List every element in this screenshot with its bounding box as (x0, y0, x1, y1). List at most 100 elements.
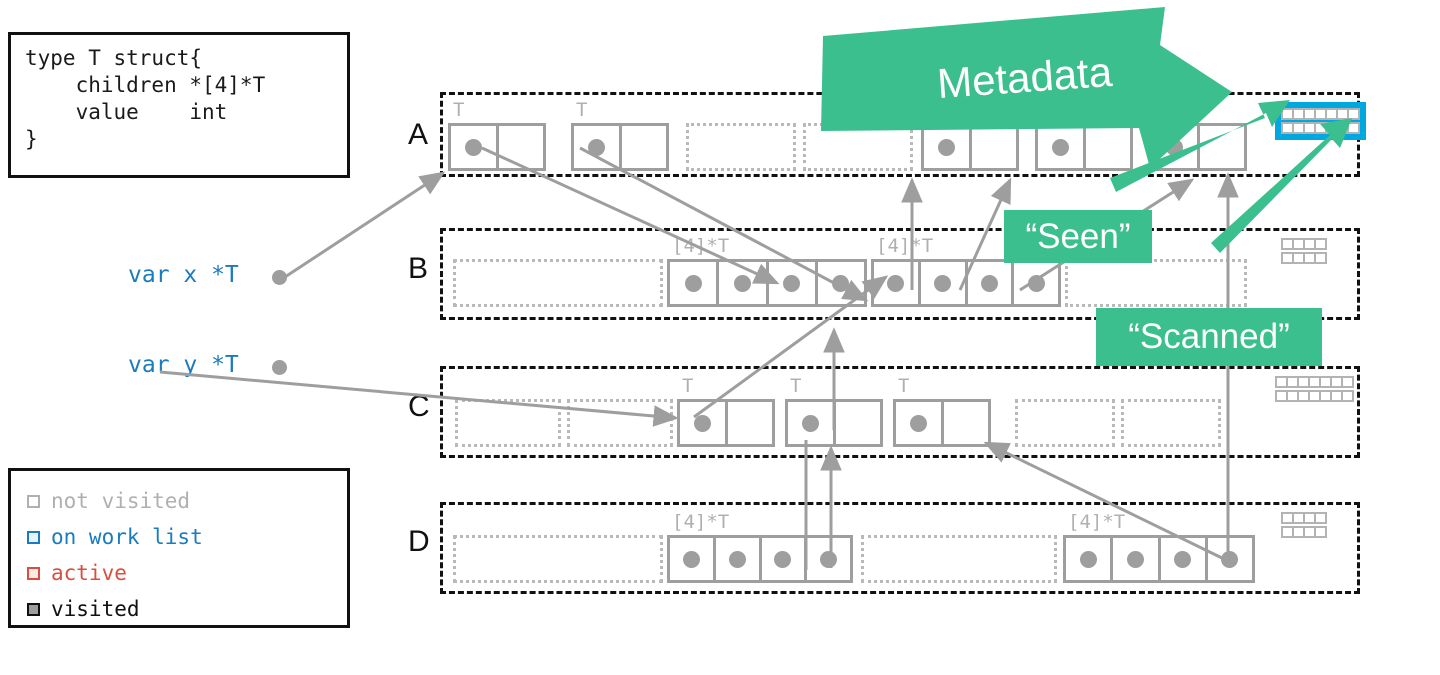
row-label-d: D (408, 525, 430, 558)
object-cell (670, 262, 716, 304)
metadata-row (1281, 108, 1360, 120)
object-cell (1196, 126, 1245, 168)
pointer-dot (682, 550, 700, 568)
object-b-1[interactable]: [4]*T (667, 235, 867, 307)
object-cell (924, 126, 969, 168)
metadata-row (1275, 390, 1354, 402)
pointer-dot (832, 274, 850, 292)
object-d-3[interactable]: [4]*T (1063, 511, 1255, 583)
object-c-5-free (1015, 399, 1115, 447)
pointer-dot (733, 274, 751, 292)
object-b-3-free (1065, 259, 1247, 307)
pointer-dot (1174, 550, 1192, 568)
object-cell (680, 402, 725, 444)
object-d-1-tag: [4]*T (672, 511, 730, 533)
object-a-1[interactable]: T (571, 99, 669, 171)
object-c-0-free (455, 399, 561, 447)
heap-row-a: T T (440, 92, 1366, 177)
object-c-2-tag: T (682, 375, 694, 397)
object-cell (451, 126, 496, 168)
legend-label-active: active (51, 561, 127, 585)
object-cell (940, 402, 989, 444)
object-c-4-tag: T (898, 375, 910, 397)
metadata-row (1275, 376, 1354, 388)
object-a-2-free (686, 123, 796, 171)
var-y-pointer-dot (272, 360, 287, 375)
object-cell (788, 402, 833, 444)
metadata-row (1281, 238, 1327, 250)
legend-swatch-not-visited (27, 494, 40, 508)
legend-label-not-visited: not visited (51, 489, 191, 513)
metadata-grid-a[interactable] (1275, 102, 1366, 140)
pointer-dot (464, 138, 482, 156)
legend-item-visited: visited (27, 591, 347, 627)
object-a-5[interactable] (1035, 123, 1133, 171)
callout-metadata: Metadata (905, 48, 1145, 108)
pointer-dot (728, 550, 746, 568)
object-cell (765, 262, 815, 304)
object-cell (716, 262, 765, 304)
object-cell (712, 538, 759, 580)
callout-seen: “Seen” (1004, 210, 1152, 263)
heap-row-b: [4]*T [4]*T (440, 228, 1360, 320)
metadata-grid-b[interactable] (1281, 238, 1327, 264)
object-cell (495, 126, 544, 168)
object-cell (758, 538, 805, 580)
object-cell (1157, 538, 1205, 580)
struct-definition-code: type T struct{ children *[4]*T value int… (25, 46, 266, 151)
metadata-row (1281, 512, 1327, 524)
object-cell (1152, 126, 1197, 168)
legend-item-not-visited: not visited (27, 483, 347, 519)
object-c-3[interactable]: T (785, 375, 883, 447)
pointer-dot (774, 550, 792, 568)
heap-row-d: [4]*T [4]*T (440, 502, 1360, 594)
legend-item-active: active (27, 555, 347, 591)
callout-scanned-label: “Scanned” (1128, 317, 1290, 356)
var-x-label: var x *T (128, 262, 239, 288)
callout-scanned: “Scanned” (1096, 308, 1322, 366)
object-cell (724, 402, 773, 444)
object-cell (1011, 262, 1058, 304)
object-a-0[interactable]: T (448, 99, 546, 171)
object-d-1[interactable]: [4]*T (667, 511, 853, 583)
object-cell (804, 538, 850, 580)
object-b-2[interactable]: [4]*T (871, 235, 1061, 307)
object-cell (896, 402, 941, 444)
row-label-b: B (408, 252, 429, 285)
pointer-dot (909, 414, 927, 432)
object-c-6-free (1121, 399, 1221, 447)
object-c-2[interactable]: T (677, 375, 775, 447)
pointer-dot (820, 550, 838, 568)
object-cell (618, 126, 667, 168)
object-cell (917, 262, 965, 304)
var-y-label: var y *T (128, 352, 239, 378)
pointer-dot (587, 138, 605, 156)
heap-row-c: T T T (440, 366, 1360, 458)
object-cell (1204, 538, 1252, 580)
legend-box: not visited on work list active visited (8, 468, 350, 628)
metadata-grid-d[interactable] (1281, 512, 1327, 538)
pointer-dot (934, 274, 952, 292)
struct-definition-box: type T struct{ children *[4]*T value int… (8, 32, 350, 178)
metadata-row (1281, 122, 1360, 134)
object-cell (968, 126, 1017, 168)
metadata-grid-c[interactable] (1275, 376, 1354, 402)
object-c-1-free (567, 399, 673, 447)
pointer-dot (693, 414, 711, 432)
object-c-4[interactable]: T (893, 375, 991, 447)
object-a-6[interactable] (1149, 123, 1247, 171)
metadata-row (1281, 526, 1327, 538)
legend-label-visited: visited (51, 597, 140, 621)
pointer-dot (801, 414, 819, 432)
row-label-c: C (408, 390, 430, 423)
object-d-2-free (861, 535, 1057, 583)
legend-swatch-on-work-list (27, 530, 40, 544)
callout-metadata-label: Metadata (935, 47, 1114, 108)
object-b-2-tag: [4]*T (876, 235, 934, 257)
object-a-4[interactable] (921, 123, 1019, 171)
object-a-0-tag: T (453, 99, 465, 121)
object-cell (1066, 538, 1110, 580)
object-cell (574, 126, 619, 168)
pointer-dot (684, 274, 702, 292)
